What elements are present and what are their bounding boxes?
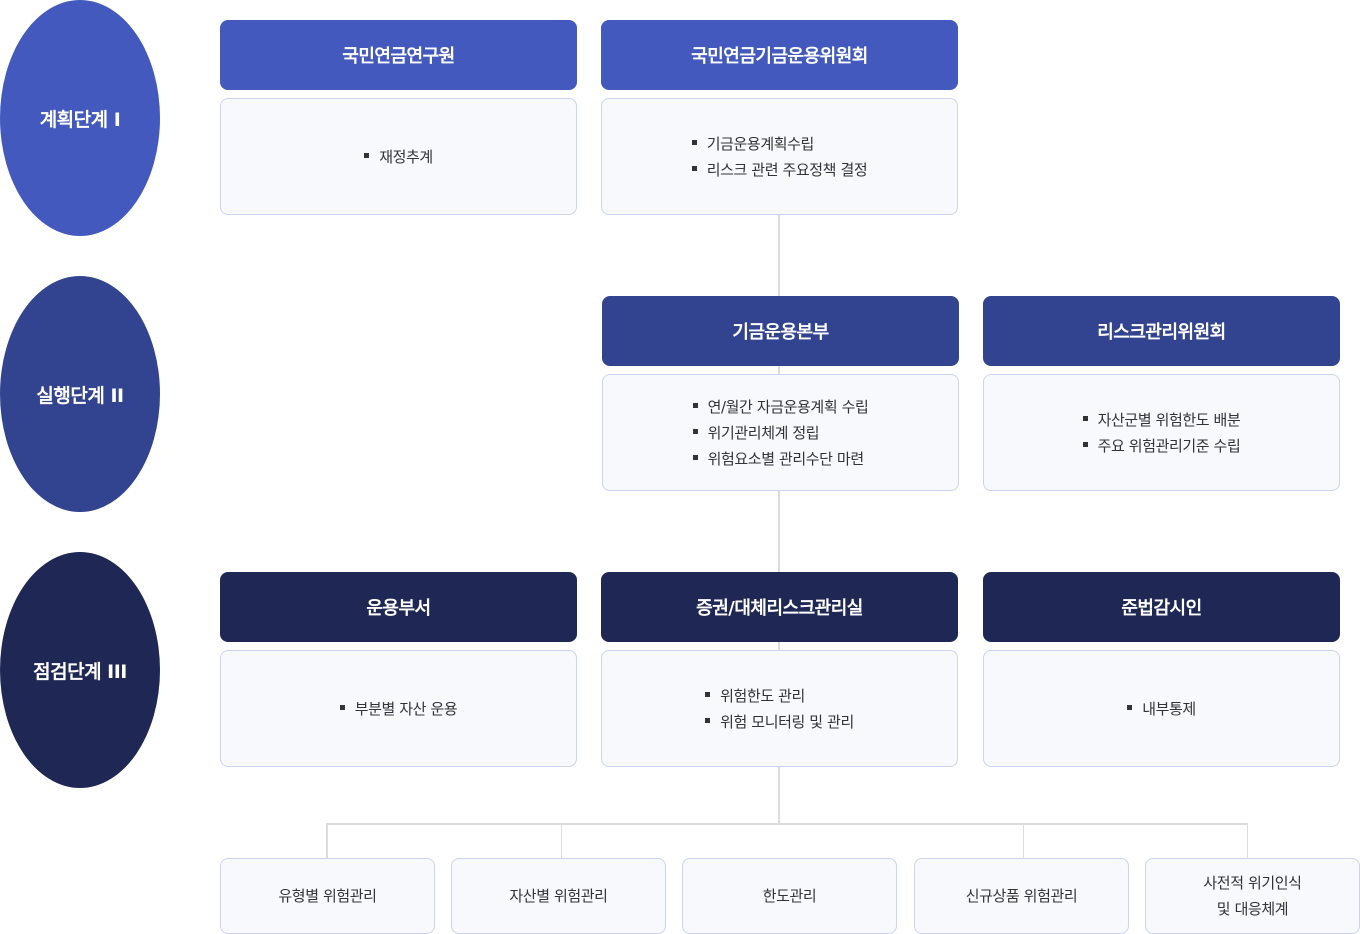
stage-label: 실행단계 II	[36, 384, 124, 407]
node-item: 리스크 관련 주요정책 결정	[692, 157, 868, 183]
node-item: 위험요소별 관리수단 마련	[693, 446, 869, 472]
connector-leaf-4	[1023, 823, 1024, 858]
node-compliance-header: 준법감시인	[983, 572, 1340, 642]
stage-planning: 계획단계 I	[0, 0, 160, 236]
node-item: 주요 위험관리기준 수립	[1083, 433, 1241, 459]
node-research-institute-body: 재정추계	[220, 98, 577, 215]
stage-label: 계획단계 I	[39, 108, 121, 131]
stage-execution: 실행단계 II	[0, 276, 160, 512]
node-compliance-body: 내부통제	[983, 650, 1340, 767]
node-item: 위기관리체계 정립	[693, 420, 869, 446]
node-fund-management-header: 기금운용본부	[602, 296, 959, 366]
node-research-institute-header: 국민연금연구원	[220, 20, 577, 90]
node-item: 위험한도 관리	[705, 683, 854, 709]
node-risk-office-header: 증권/대체리스크관리실	[601, 572, 958, 642]
node-risk-committee-header: 리스크관리위원회	[983, 296, 1340, 366]
connector-horizontal-bottom	[326, 823, 1248, 825]
node-title: 리스크관리위원회	[1097, 322, 1226, 343]
node-item: 기금운용계획수립	[692, 131, 868, 157]
node-item: 재정추계	[364, 144, 433, 170]
connector-leaf-2	[561, 823, 562, 858]
leaf-type-risk: 유형별 위험관리	[220, 858, 435, 934]
stage-label: 점검단계 III	[33, 660, 127, 683]
node-title: 기금운용본부	[732, 322, 829, 343]
node-title: 운용부서	[366, 598, 431, 619]
node-item: 부분별 자산 운용	[340, 696, 458, 722]
connector-leaf-1	[326, 823, 328, 858]
connector-vertical-main	[778, 215, 780, 824]
node-item: 내부통제	[1127, 696, 1196, 722]
leaf-new-product-risk: 신규상품 위험관리	[914, 858, 1129, 934]
node-fund-management-body: 연/월간 자금운용계획 수립 위기관리체계 정립 위험요소별 관리수단 마련	[602, 374, 959, 491]
node-item: 자산군별 위험한도 배분	[1083, 407, 1241, 433]
node-item: 연/월간 자금운용계획 수립	[693, 394, 869, 420]
node-title: 증권/대체리스크관리실	[696, 598, 863, 619]
node-title: 준법감시인	[1121, 598, 1202, 619]
leaf-crisis-response: 사전적 위기인식 및 대응체계	[1145, 858, 1360, 934]
node-operations-dept-body: 부분별 자산 운용	[220, 650, 577, 767]
node-fund-committee-header: 국민연금기금운용위원회	[601, 20, 958, 90]
node-title: 국민연금기금운용위원회	[691, 46, 868, 67]
node-risk-office-body: 위험한도 관리 위험 모니터링 및 관리	[601, 650, 958, 767]
stage-inspection: 점검단계 III	[0, 552, 160, 788]
leaf-limit-management: 한도관리	[682, 858, 897, 934]
node-fund-committee-body: 기금운용계획수립 리스크 관련 주요정책 결정	[601, 98, 958, 215]
node-title: 국민연금연구원	[342, 46, 455, 67]
connector-leaf-5	[1247, 823, 1248, 858]
node-item: 위험 모니터링 및 관리	[705, 709, 854, 735]
node-risk-committee-body: 자산군별 위험한도 배분 주요 위험관리기준 수립	[983, 374, 1340, 491]
node-operations-dept-header: 운용부서	[220, 572, 577, 642]
leaf-asset-risk: 자산별 위험관리	[451, 858, 666, 934]
